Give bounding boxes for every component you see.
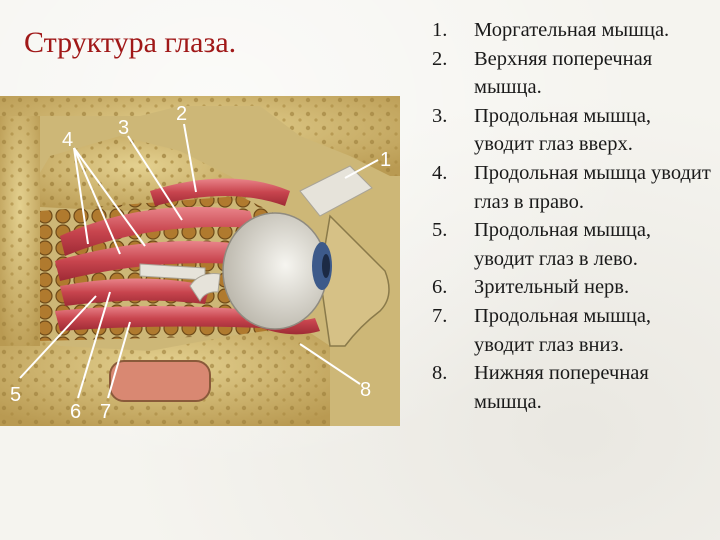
lateral-rectus-muscle bbox=[60, 278, 210, 306]
callout-lines bbox=[19, 123, 379, 399]
eyeball bbox=[222, 212, 328, 330]
list-item: 6.Зрительный нерв. bbox=[432, 276, 630, 299]
pupil bbox=[322, 254, 330, 278]
inferior-rectus-muscle bbox=[55, 306, 265, 331]
list-item: 4.Продольная мышца уводит глаз в право. bbox=[432, 161, 711, 213]
callout-6: 6 bbox=[70, 401, 81, 423]
face-profile bbox=[319, 214, 390, 347]
slide-title: Структура глаза. bbox=[24, 26, 237, 59]
list-item: 3. Продольная мышца, уводит глаз вверх. bbox=[432, 104, 652, 156]
callout-7: 7 bbox=[100, 401, 111, 423]
eye-anatomy-diagram: 1 2 3 4 5 6 7 8 bbox=[0, 96, 400, 426]
superior-rectus-muscle bbox=[55, 241, 258, 281]
levator-muscle bbox=[60, 206, 255, 256]
callout-4: 4 bbox=[62, 129, 73, 151]
callout-8: 8 bbox=[360, 379, 371, 401]
superior-oblique-muscle bbox=[150, 178, 290, 206]
sinus-cavity bbox=[109, 360, 211, 402]
list-item: 7.Продольная мышца, уводит глаз вниз. bbox=[432, 304, 652, 356]
list-item: 1.Моргательная мышца. bbox=[432, 19, 670, 41]
list-item: 2.Верхняя поперечная мышца. bbox=[432, 47, 653, 99]
callout-3: 3 bbox=[118, 117, 129, 139]
list-item: 5.Продольная мышца, уводит глаз в лево. bbox=[432, 219, 652, 270]
muscle-tendon-curl bbox=[189, 273, 221, 302]
levator-tendon bbox=[299, 165, 373, 217]
legend-list: 1.Моргательная мышца. 2.Верхняя поперечн… bbox=[432, 16, 712, 416]
callout-1: 1 bbox=[380, 149, 391, 171]
callout-2: 2 bbox=[176, 103, 187, 125]
callout-5: 5 bbox=[10, 384, 21, 406]
eye-anatomy-illustration: 1 2 3 4 5 6 7 8 bbox=[0, 96, 400, 426]
list-item: 8.Нижняя поперечная мышца. bbox=[432, 362, 649, 413]
